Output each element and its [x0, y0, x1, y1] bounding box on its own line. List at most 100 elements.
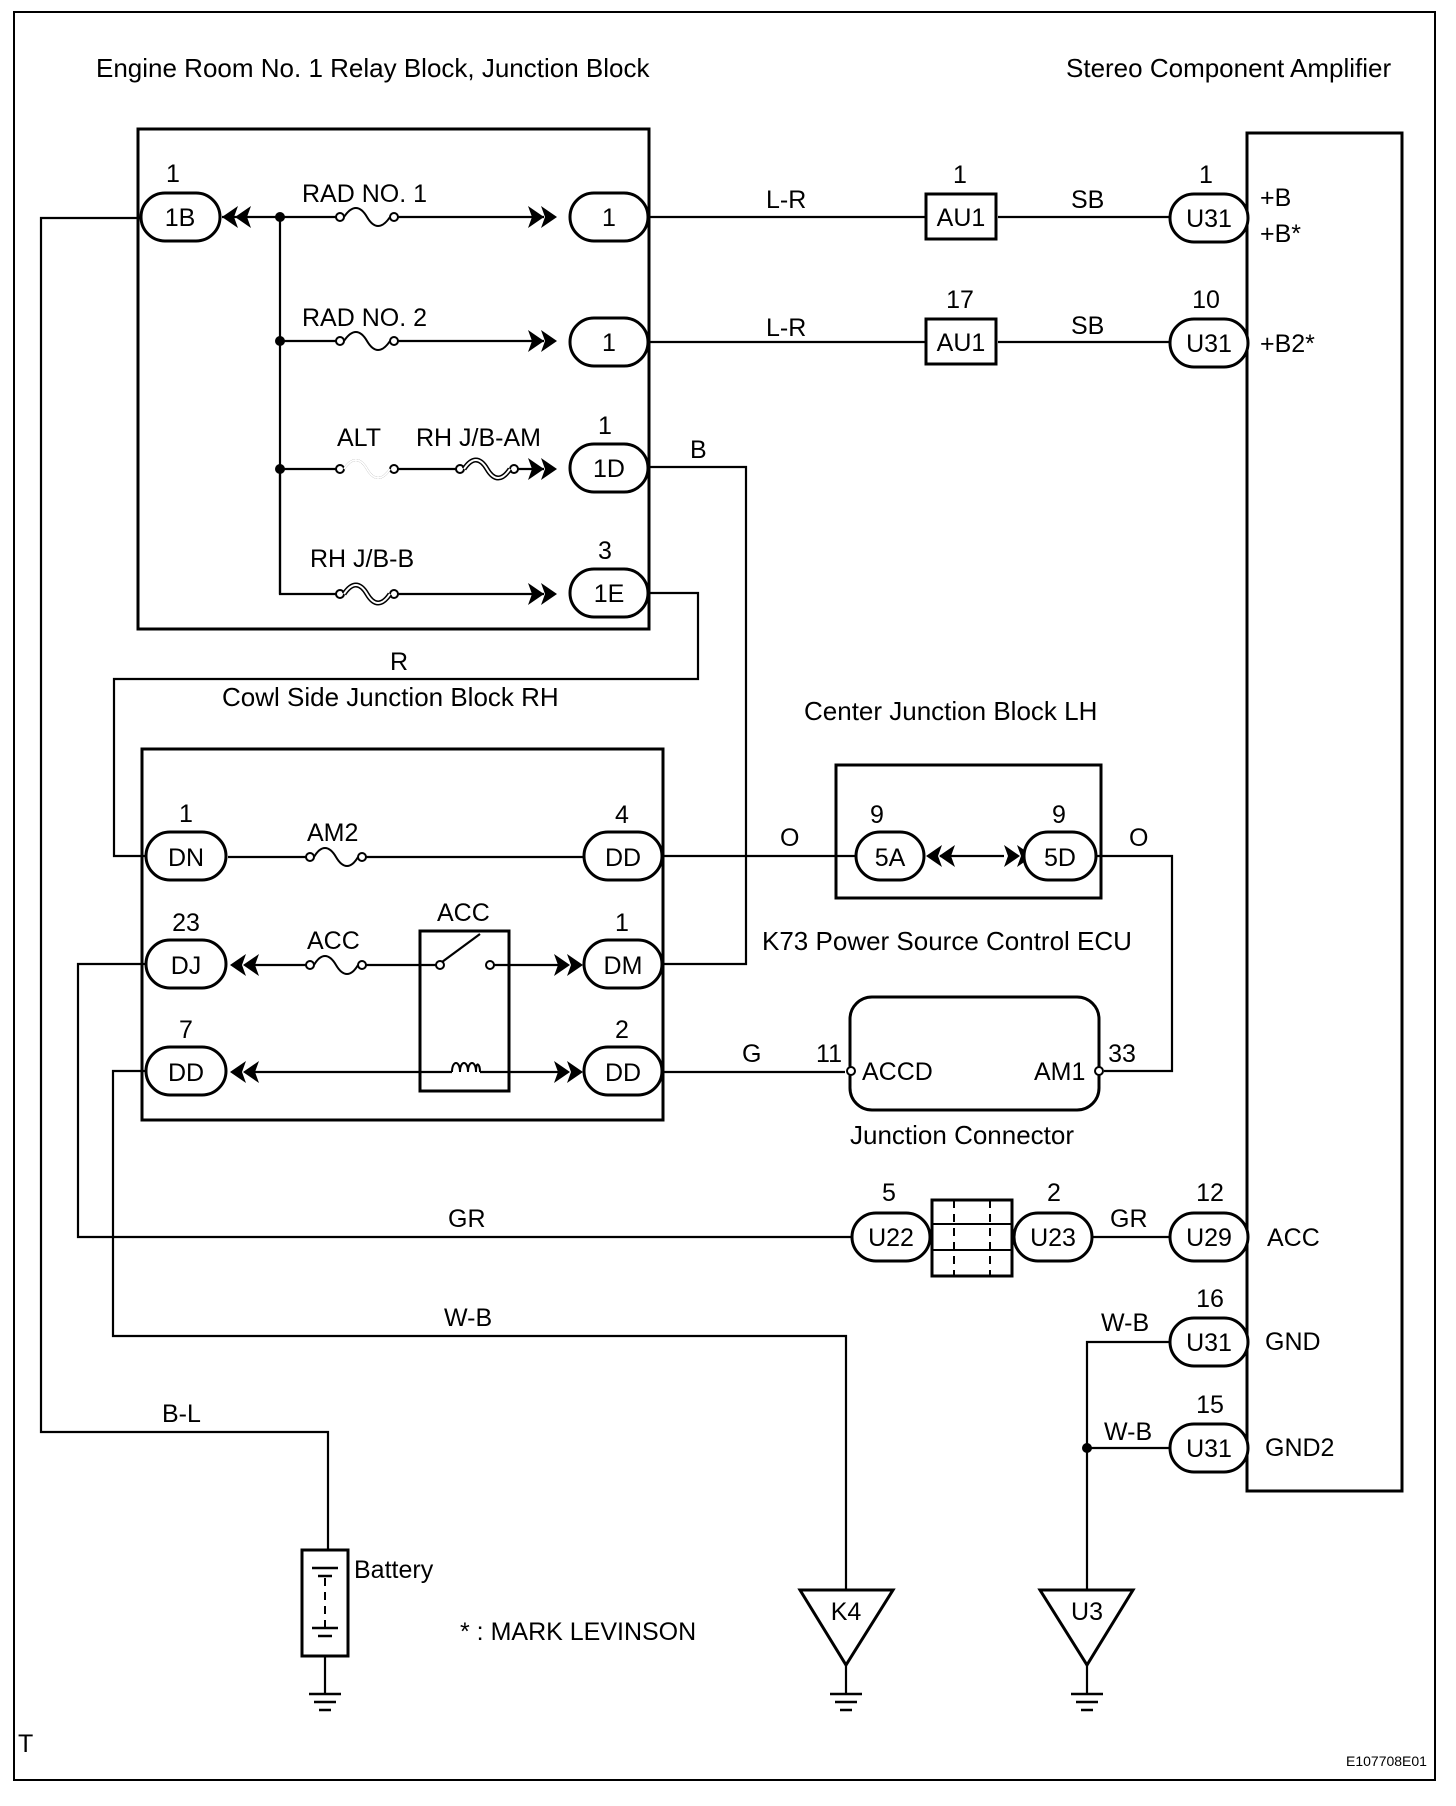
connector-u29: [1168, 1211, 1250, 1263]
ground-u3-label: U3: [1071, 1598, 1103, 1626]
connector-u23-label: U23: [1030, 1224, 1076, 1252]
junction-connector-body: [930, 1198, 1014, 1278]
pin-dd-left: 7: [179, 1016, 193, 1044]
pin-dd-right-bottom: 2: [615, 1016, 629, 1044]
terminal-am1: AM1: [1034, 1058, 1085, 1086]
fuse-rh-jb-b-label: RH J/B-B: [310, 545, 414, 573]
pin-accd: 11: [816, 1040, 842, 1068]
connector-5d: [1022, 830, 1098, 882]
wire-b-l: [39, 216, 330, 1550]
connector-au1-top-label: AU1: [937, 204, 986, 232]
pin-u31-gnd2: 15: [1196, 1391, 1224, 1419]
wire-label-w-b-gnd: W-B: [1101, 1309, 1149, 1337]
fuse-rad-no2-label: RAD NO. 2: [302, 304, 427, 332]
connector-dd-right-bottom-label: DD: [605, 1059, 641, 1087]
connector-u31-gnd: [1168, 1316, 1250, 1368]
pin-am1: 33: [1108, 1040, 1136, 1068]
fuse-rh-jb-am: [455, 457, 519, 481]
connector-u31-b2-label: U31: [1186, 330, 1232, 358]
terminal-plus-b: +B: [1260, 184, 1291, 212]
connector-u22: [850, 1211, 932, 1263]
pin-1e: 3: [598, 537, 612, 565]
connector-u29-label: U29: [1186, 1224, 1232, 1252]
ecu-terminal-am1: [1094, 1066, 1104, 1076]
connector-u22-label: U22: [868, 1224, 914, 1252]
wire-label-b: B: [690, 436, 707, 464]
pin-dd-right-top: 4: [615, 801, 629, 829]
cowl-block-box: [140, 747, 665, 1122]
fuse-acc: [305, 955, 367, 975]
connector-u31-gnd2-label: U31: [1186, 1435, 1232, 1463]
connector-rad2-out-label: 1: [602, 329, 616, 357]
fuse-rh-jb-b: [335, 582, 399, 606]
connector-dm: [582, 938, 664, 990]
wire-r: [112, 591, 700, 858]
pin-dm: 1: [615, 909, 629, 937]
corner-mark: T: [18, 1730, 33, 1758]
wire-w-b-gnd: [1085, 1340, 1170, 1590]
wire-label-o-right: O: [1129, 824, 1148, 852]
acc-relay-coil: [451, 1062, 481, 1073]
connector-u23: [1012, 1211, 1094, 1263]
connector-5d-label: 5D: [1044, 844, 1076, 872]
center-block-title: Center Junction Block LH: [804, 696, 1097, 726]
figure-id: E107708E01: [1346, 1753, 1427, 1769]
acc-relay-box: [418, 929, 511, 1093]
battery-label: Battery: [354, 1556, 434, 1584]
connector-5a: [854, 830, 926, 882]
junction-dot: [275, 212, 285, 222]
amplifier-box: [1245, 131, 1404, 1493]
wire-label-w-b-left: W-B: [444, 1304, 492, 1332]
battery-icon: [300, 1548, 350, 1694]
wire-b: [648, 465, 748, 966]
pin-u29: 12: [1196, 1179, 1224, 1207]
ground-u3-icon: [1037, 1588, 1136, 1712]
ecu-box: [848, 995, 1101, 1112]
pin-u23: 2: [1047, 1179, 1061, 1207]
wire-label-gr-right: GR: [1110, 1205, 1148, 1233]
connector-1b: [139, 191, 222, 243]
wire-gr-left: [76, 962, 852, 1239]
ecu-title: K73 Power Source Control ECU: [762, 926, 1132, 956]
connector-1d-label: 1D: [593, 455, 625, 483]
junction-connector-title: Junction Connector: [850, 1120, 1074, 1150]
fuse-am2-label: AM2: [307, 819, 358, 847]
pin-u31-b2: 10: [1192, 286, 1220, 314]
diagram-frame: [13, 11, 1436, 1781]
wire-label-b-l: B-L: [162, 1400, 201, 1428]
connector-dd-left: [144, 1045, 228, 1097]
terminal-gnd2: GND2: [1265, 1434, 1334, 1462]
connector-dn: [144, 830, 228, 882]
connector-rad1-out: [568, 191, 650, 243]
pin-au1-bottom: 17: [946, 286, 974, 314]
ground-icon: [309, 1692, 341, 1712]
relay-block-title: Engine Room No. 1 Relay Block, Junction …: [96, 53, 650, 83]
wire-label-w-b-gnd2: W-B: [1104, 1418, 1152, 1446]
cowl-block-title: Cowl Side Junction Block RH: [222, 682, 559, 712]
terminal-accd: ACCD: [862, 1058, 933, 1086]
fuse-alt: [335, 459, 399, 479]
connector-dj-label: DJ: [171, 952, 202, 980]
acc-relay-label: ACC: [437, 899, 490, 927]
rhjbb-line-a: [278, 469, 336, 596]
connector-dn-label: DN: [168, 844, 204, 872]
pin-5a: 9: [870, 801, 884, 829]
center-block-box: [834, 763, 1103, 900]
fuse-rh-jb-am-label: RH J/B-AM: [416, 424, 541, 452]
pin-u31-gnd: 16: [1196, 1285, 1224, 1313]
wire-o-right: [1096, 854, 1174, 1073]
fuse-am2: [305, 847, 367, 867]
fuse-rad-no1: [335, 207, 399, 227]
connector-dm-label: DM: [604, 952, 643, 980]
wire-label-sb-bottom: SB: [1071, 312, 1104, 340]
connector-au1-bottom: [924, 317, 998, 366]
fuse-rad-no2: [335, 331, 399, 351]
ground-k4-label: K4: [831, 1598, 862, 1626]
connector-dj: [144, 938, 228, 990]
connector-1d: [568, 442, 650, 494]
pin-rad1-out: 1: [953, 161, 967, 189]
junction-dot: [1082, 1443, 1092, 1453]
ecu-terminal-accd: [846, 1066, 856, 1076]
junction-dot: [275, 464, 285, 474]
pin-u31-b: 1: [1199, 161, 1213, 189]
